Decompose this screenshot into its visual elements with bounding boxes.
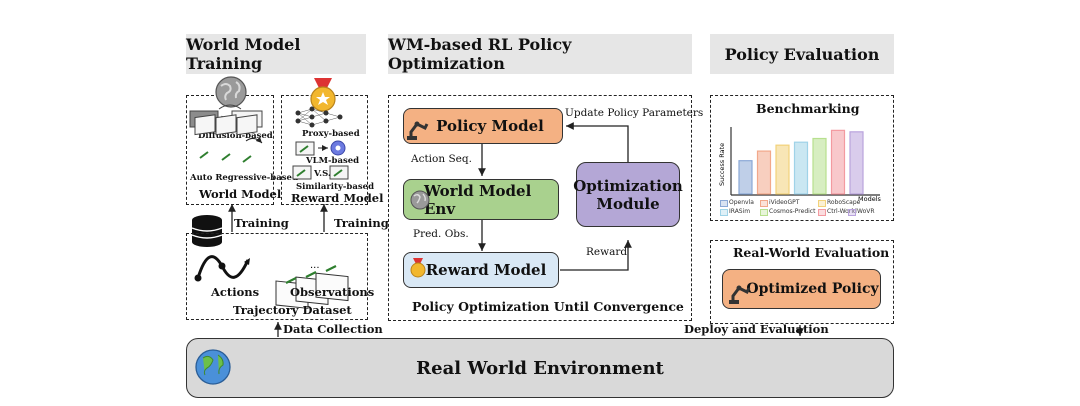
legend-swatch <box>720 209 728 216</box>
header-policy-evaluation: Policy Evaluation <box>710 34 894 74</box>
data-collection-label: Data Collection <box>283 322 383 336</box>
real-world-env-box: Real World Environment <box>186 338 894 398</box>
optimization-loop-box <box>388 95 692 321</box>
optimization-module-label: Optimization Module <box>573 176 683 213</box>
policy-model-label: Policy Model <box>436 117 544 135</box>
benchmark-bar <box>738 160 753 195</box>
vs-label: V.S. <box>314 169 331 179</box>
chart-ylabel: Success Rate <box>718 143 726 186</box>
proxy-label: Proxy-based <box>302 129 360 139</box>
optimized-policy-label: Optimized Policy <box>746 281 879 297</box>
pred-obs-label: Pred. Obs. <box>413 228 469 240</box>
update-params-arrow <box>566 122 629 162</box>
deploy-evaluation-label: Deploy and Evaluation <box>684 322 829 336</box>
training-label-world-model: Training <box>234 216 289 230</box>
legend-label: Ctrl-World <box>827 208 857 215</box>
diffusion-label: Diffusion-based <box>198 131 273 141</box>
legend-label: Cosmos-Predict <box>769 208 816 215</box>
header-world-model-training: World Model Training <box>186 34 366 74</box>
legend-label: IRASim <box>729 208 751 215</box>
legend-swatch <box>760 209 768 216</box>
world-model-title: World Model <box>199 187 282 201</box>
chart-xlabel: Models <box>858 195 882 203</box>
legend-swatch <box>760 200 768 207</box>
reward-arrow <box>560 240 632 271</box>
optimization-module-box: Optimization Module <box>573 162 683 227</box>
observations-label: Observations <box>290 285 375 299</box>
benchmark-bar <box>775 144 790 195</box>
legend-label: RoboScape <box>827 199 861 206</box>
vlm-label: VLM-based <box>306 156 360 166</box>
svg-text:...: ... <box>310 260 320 271</box>
benchmark-bar <box>812 137 827 195</box>
reward-model-title: Reward Model <box>291 191 384 205</box>
autoregressive-label: Auto Regressive-based <box>190 173 298 183</box>
legend-label: iVideoGPT <box>769 199 800 206</box>
legend-swatch <box>818 209 826 216</box>
benchmark-bar <box>756 150 772 195</box>
convergence-label: Policy Optimization Until Convergence <box>412 299 684 314</box>
legend-swatch <box>720 200 728 207</box>
trajectory-dataset-box <box>186 233 368 320</box>
reward-model-opt-label: Reward Model <box>425 261 547 279</box>
trajectory-dataset-title: Trajectory Dataset <box>233 303 352 317</box>
reward-model-box-opt: Reward Model <box>403 252 559 288</box>
legend-label: Openvla <box>729 199 754 206</box>
legend-swatch <box>818 200 826 207</box>
real-world-eval-title: Real-World Evaluation <box>733 245 890 260</box>
legend-label: WoVR <box>857 208 875 215</box>
training-label-reward-model: Training <box>334 216 389 230</box>
benchmarking-title: Benchmarking <box>756 101 860 116</box>
policy-model-box: Policy Model <box>403 108 563 144</box>
action-seq-label: Action Seq. <box>411 153 472 165</box>
similarity-label: Similarity-based <box>296 182 375 192</box>
benchmark-bar <box>793 141 809 195</box>
legend-swatch <box>848 209 856 216</box>
benchmark-bar <box>849 131 864 195</box>
header-rl-policy-optimization: WM-based RL Policy Optimization <box>388 34 692 74</box>
reward-label: Reward <box>586 246 628 258</box>
benchmark-bar <box>830 129 846 195</box>
actions-label: Actions <box>211 285 260 299</box>
real-world-eval-box <box>710 240 894 324</box>
benchmarking-box <box>710 95 894 221</box>
world-model-env-label: World Model Env <box>424 181 532 218</box>
real-world-env-label: Real World Environment <box>416 357 664 379</box>
update-params-label: Update Policy Parameters <box>565 107 704 119</box>
